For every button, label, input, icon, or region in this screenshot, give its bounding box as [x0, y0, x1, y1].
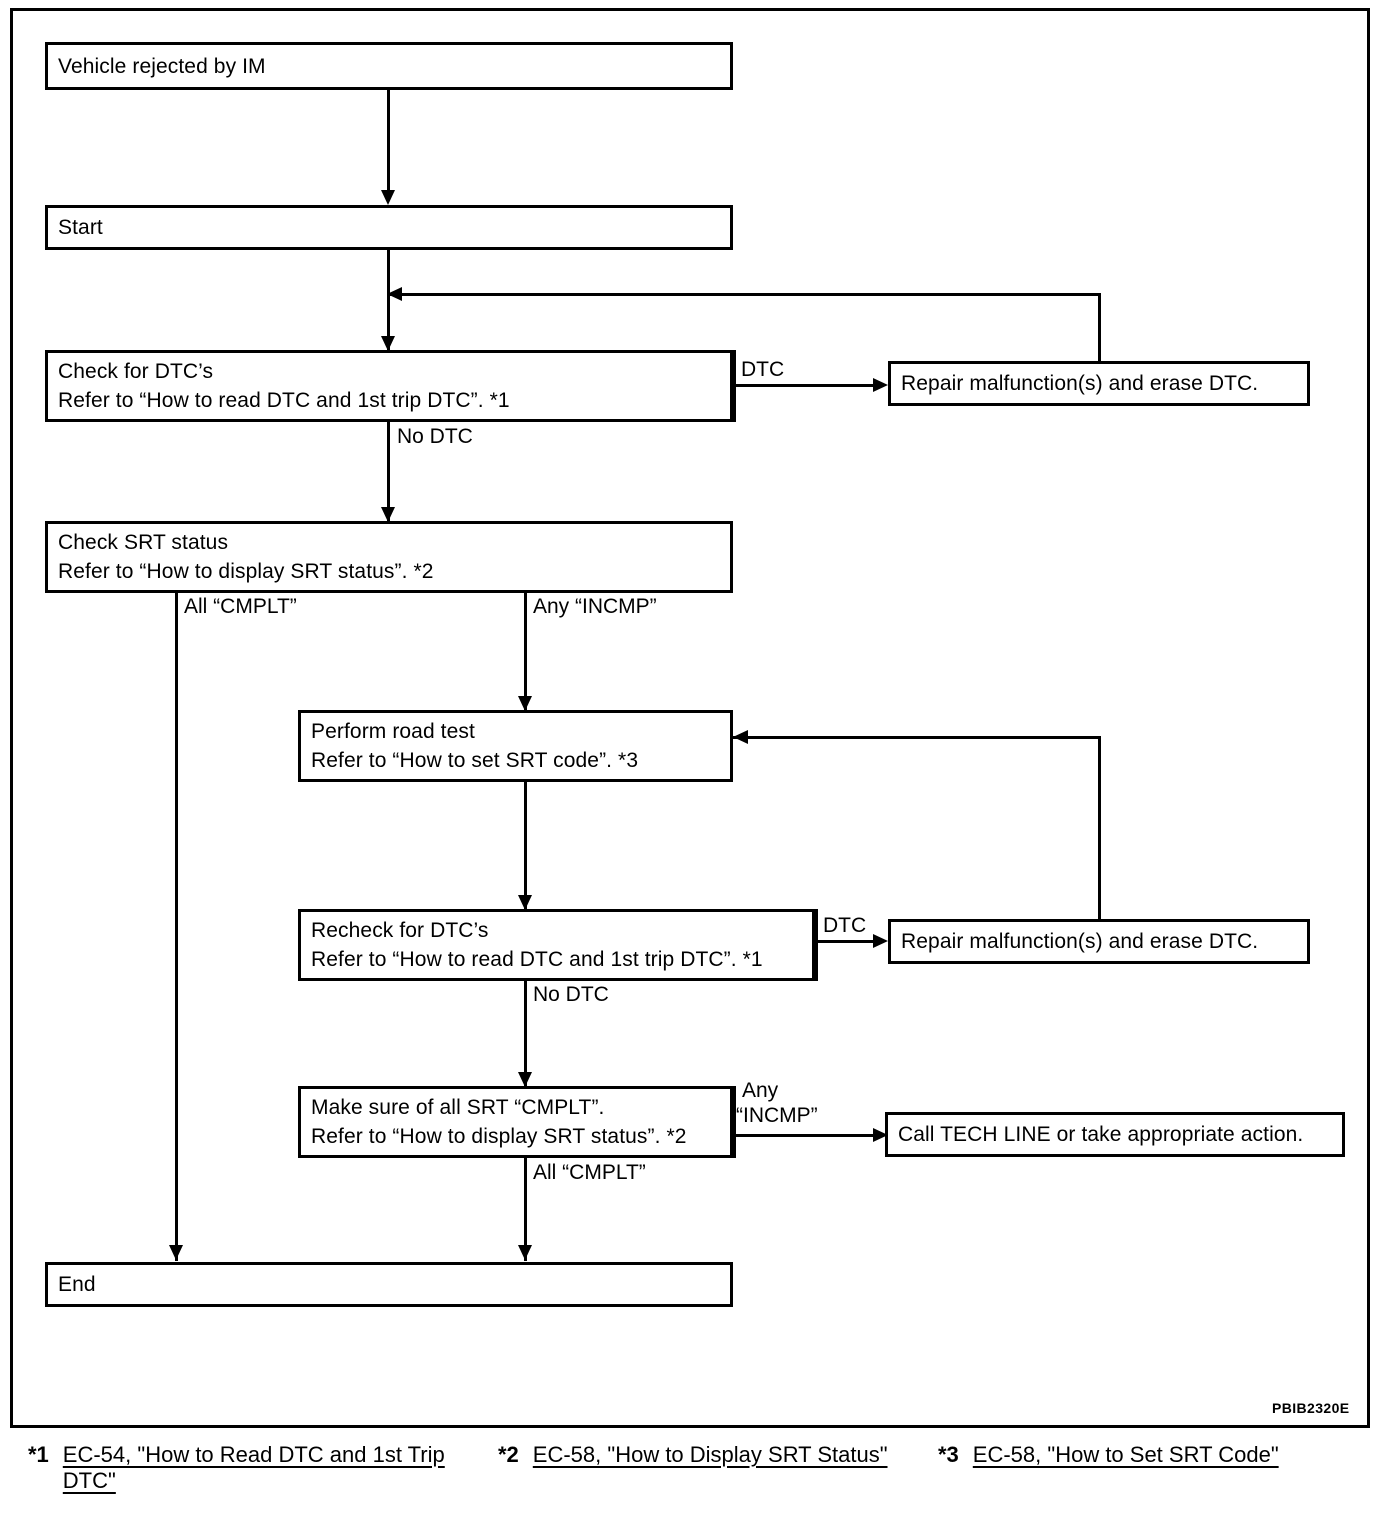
node-check-srt: Check SRT status Refer to “How to displa… [45, 521, 733, 593]
branch-no-dtc-2 [524, 981, 527, 1086]
branch-dtc-2-stub [815, 909, 818, 981]
arrowhead-feedback-loop-1 [387, 287, 402, 301]
arrowhead-all-cmplt-2 [518, 1245, 532, 1260]
node-road-test-line-2: Refer to “How to set SRT code”. *3 [311, 749, 639, 772]
node-recheck-dtc-line-2: Refer to “How to read DTC and 1st trip D… [311, 948, 763, 971]
arrowhead-no-dtc-1 [381, 507, 395, 522]
edge-label-no-dtc-1: No DTC [397, 425, 473, 448]
edge-label-any-incmp-1: Any “INCMP” [533, 595, 657, 618]
branch-any-incmp-2-horizontal [733, 1134, 875, 1137]
footnote-3-text[interactable]: EC-58, "How to Set SRT Code" [972, 1442, 1279, 1467]
feedback-loop-2-vertical [1098, 736, 1101, 920]
footnote-1-mark: *1 [28, 1442, 49, 1467]
feedback-loop-1-horizontal [387, 293, 1101, 296]
arrowhead-any-incmp-1 [518, 696, 532, 711]
node-repair-1: Repair malfunction(s) and erase DTC. [888, 361, 1310, 406]
node-end: End [45, 1262, 733, 1307]
connector-road-test-to-recheck [524, 782, 527, 910]
branch-all-cmplt-2 [524, 1158, 527, 1261]
figure-code: PBIB2320E [1272, 1400, 1350, 1416]
node-make-sure: Make sure of all SRT “CMPLT”. Refer to “… [298, 1086, 733, 1158]
node-end-line-1: End [58, 1273, 96, 1296]
node-repair-2: Repair malfunction(s) and erase DTC. [888, 919, 1310, 964]
node-check-dtc-line-2: Refer to “How to read DTC and 1st trip D… [58, 389, 510, 412]
footnote-3: *3 EC-58, "How to Set SRT Code" [938, 1442, 1338, 1468]
node-repair-1-line-1: Repair malfunction(s) and erase DTC. [901, 372, 1259, 395]
edge-label-dtc-1: DTC [741, 358, 785, 381]
node-vehicle-rejected-line-1: Vehicle rejected by IM [58, 54, 266, 78]
node-tech-line-line-1: Call TECH LINE or take appropriate actio… [898, 1123, 1304, 1146]
footnote-2: *2 EC-58, "How to Display SRT Status" [498, 1442, 938, 1468]
node-tech-line: Call TECH LINE or take appropriate actio… [885, 1112, 1345, 1157]
edge-label-all-cmplt-1: All “CMPLT” [184, 595, 297, 618]
arrowhead-dtc-1 [873, 378, 888, 392]
node-recheck-dtc: Recheck for DTC’s Refer to “How to read … [298, 909, 815, 981]
footnote-2-mark: *2 [498, 1442, 519, 1467]
feedback-loop-2-horizontal [733, 736, 1101, 739]
arrowhead-all-cmplt-1 [169, 1245, 183, 1260]
arrowhead-start-to-check-dtc [381, 336, 395, 351]
arrowhead-vehicle-to-start [381, 190, 395, 205]
arrowhead-road-test-to-recheck [518, 895, 532, 910]
node-start: Start [45, 205, 733, 250]
connector-vehicle-to-start [387, 90, 390, 194]
node-road-test-line-1: Perform road test [311, 720, 475, 743]
branch-any-incmp-2-stub [733, 1086, 736, 1158]
footnote-1-text[interactable]: EC-54, "How to Read DTC and 1st Trip DTC… [62, 1442, 445, 1493]
arrowhead-feedback-loop-2 [733, 730, 748, 744]
edge-label-all-cmplt-2: All “CMPLT” [533, 1161, 646, 1184]
node-check-dtc: Check for DTC’s Refer to “How to read DT… [45, 350, 733, 422]
node-repair-2-line-1: Repair malfunction(s) and erase DTC. [901, 930, 1259, 953]
node-recheck-dtc-line-1: Recheck for DTC’s [311, 919, 489, 942]
branch-no-dtc-1 [387, 422, 390, 522]
branch-dtc-1-horizontal [733, 384, 875, 387]
node-start-line-1: Start [58, 216, 103, 239]
feedback-loop-1-vertical [1098, 293, 1101, 361]
footnote-1: *1 EC-54, "How to Read DTC and 1st Trip … [28, 1442, 498, 1494]
footnote-list: *1 EC-54, "How to Read DTC and 1st Trip … [28, 1442, 1368, 1494]
node-check-srt-line-2: Refer to “How to display SRT status”. *2 [58, 560, 434, 583]
edge-label-any-incmp-2-line-2: “INCMP” [736, 1104, 818, 1127]
footnote-2-text[interactable]: EC-58, "How to Display SRT Status" [532, 1442, 888, 1467]
arrowhead-dtc-2 [873, 934, 888, 948]
edge-label-dtc-2: DTC [823, 914, 867, 937]
node-make-sure-line-2: Refer to “How to display SRT status”. *2 [311, 1125, 687, 1148]
node-check-srt-line-1: Check SRT status [58, 531, 229, 554]
branch-all-cmplt-1 [175, 593, 178, 1261]
node-check-dtc-line-1: Check for DTC’s [58, 360, 214, 383]
branch-any-incmp-1 [524, 593, 527, 711]
edge-label-any-incmp-2-line-1: Any [742, 1079, 779, 1102]
node-make-sure-line-1: Make sure of all SRT “CMPLT”. [311, 1096, 605, 1119]
arrowhead-no-dtc-2 [518, 1072, 532, 1087]
edge-label-no-dtc-2: No DTC [533, 983, 609, 1006]
node-road-test: Perform road test Refer to “How to set S… [298, 710, 733, 782]
branch-dtc-2-horizontal [815, 940, 875, 943]
node-vehicle-rejected: Vehicle rejected by IM [45, 42, 733, 90]
footnote-3-mark: *3 [938, 1442, 959, 1467]
arrowhead-any-incmp-2 [873, 1128, 888, 1142]
